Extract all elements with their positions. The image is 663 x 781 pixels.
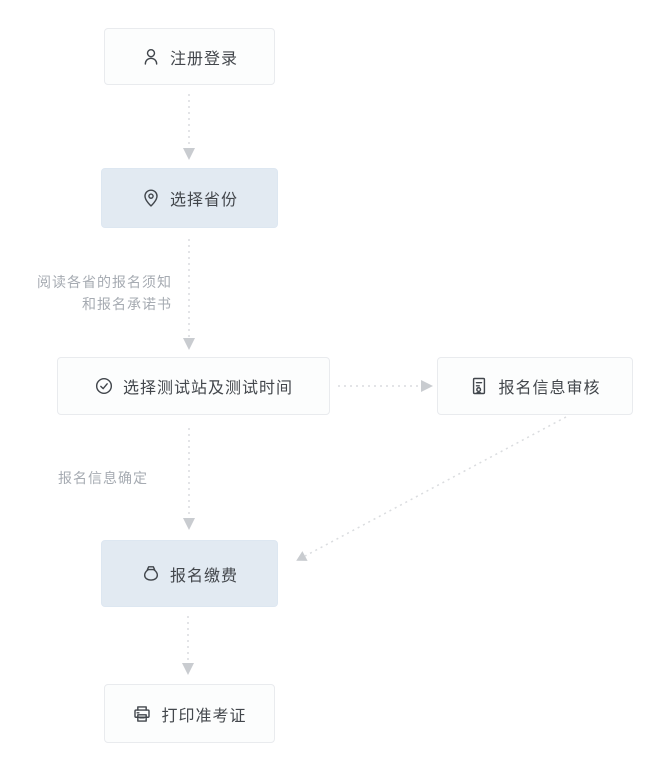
printer-icon — [132, 704, 152, 724]
check-circle-icon — [94, 376, 114, 396]
flow-node-print: 打印准考证 — [104, 684, 275, 743]
flow-node-payment: 报名缴费 — [101, 540, 278, 607]
flow-node-label: 选择省份 — [169, 192, 238, 209]
flow-node-station: 选择测试站及测试时间 — [57, 357, 330, 415]
money-bag-icon — [141, 564, 161, 584]
flow-node-label: 打印准考证 — [161, 707, 247, 725]
edge-label-line: 阅读各省的报名须知 — [37, 274, 172, 290]
edge-label-line: 和报名承诺书 — [82, 296, 172, 312]
flow-node-label: 选择测试站及测试时间 — [122, 380, 293, 397]
flow-node-label: 报名信息审核 — [498, 380, 601, 397]
edge-label-line: 报名信息确定 — [58, 470, 148, 486]
file-search-icon — [469, 376, 489, 396]
flow-node-province: 选择省份 — [101, 168, 278, 228]
arrowhead-right-icon — [421, 380, 433, 392]
arrowhead-down-icon — [182, 663, 194, 675]
user-icon — [141, 47, 161, 67]
flow-node-review: 报名信息审核 — [437, 357, 633, 415]
connector-review-to-payment — [304, 416, 567, 557]
flow-node-label: 注册登录 — [169, 50, 238, 68]
arrowhead-down-icon — [183, 148, 195, 160]
arrowhead-down-icon — [183, 518, 195, 530]
flow-node-label: 报名缴费 — [169, 567, 238, 585]
arrowhead-diagonal-icon — [296, 551, 308, 561]
location-pin-icon — [141, 188, 161, 208]
arrowhead-down-icon — [183, 338, 195, 350]
edge-label-read-notice: 阅读各省的报名须知 和报名承诺书 — [0, 271, 172, 315]
edge-label-info-confirmed: 报名信息确定 — [58, 467, 148, 489]
flow-node-register: 注册登录 — [104, 28, 275, 85]
